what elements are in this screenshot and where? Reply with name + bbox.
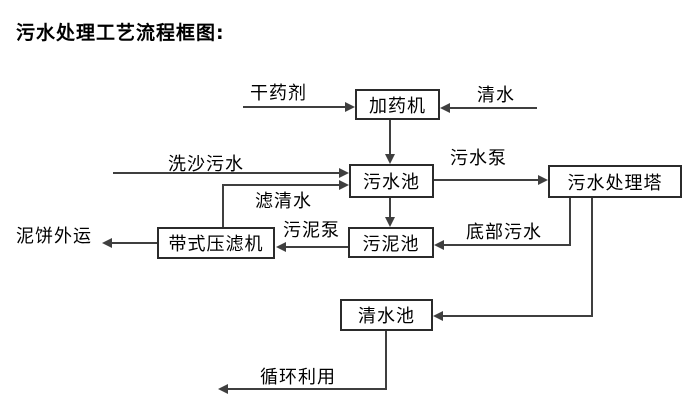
node-sewage-pool: 污水池 xyxy=(349,164,434,198)
node-treatment-tower-label: 污水处理塔 xyxy=(567,172,663,194)
label-bottom-sewage: 底部污水 xyxy=(466,222,542,243)
node-belt-filter-press-label: 带式压滤机 xyxy=(168,234,264,255)
arrow-dry-agent-head-icon xyxy=(345,102,355,112)
page-title: 污水处理工艺流程框图: xyxy=(16,22,225,44)
arrow-mud-cake-stem xyxy=(112,242,157,244)
node-clean-water-pool: 清水池 xyxy=(340,299,433,331)
label-sand-wash-sewage: 洗沙污水 xyxy=(168,154,244,175)
arrow-sewage-to-sludge-head-icon xyxy=(385,217,395,227)
arrow-sewage-pump-head-icon xyxy=(538,175,548,185)
arrow-sand-wash-stem xyxy=(113,172,339,174)
label-sewage-pump: 污水泵 xyxy=(450,148,507,169)
label-dry-agent: 干药剂 xyxy=(250,83,307,104)
label-mud-cake-out: 泥饼外运 xyxy=(16,226,92,247)
arrow-recycle-head-icon xyxy=(218,384,228,394)
arrow-clean-water-stem xyxy=(450,107,537,109)
arrow-tower-to-clean-stem xyxy=(443,315,593,317)
arrow-filtered-water-stem xyxy=(222,184,339,186)
arrow-bottom-sewage-stem xyxy=(444,244,571,246)
node-belt-filter-press: 带式压滤机 xyxy=(157,227,275,259)
arrow-recycle-riser xyxy=(385,331,387,389)
arrow-recycle-stem xyxy=(228,388,387,390)
node-clean-water-pool-label: 清水池 xyxy=(358,306,415,327)
arrow-bottom-sewage-head-icon xyxy=(434,240,444,250)
label-clean-water: 清水 xyxy=(477,85,515,106)
node-dosing-machine: 加药机 xyxy=(355,89,440,120)
node-sewage-pool-label: 污水池 xyxy=(363,172,420,193)
arrow-dosing-to-sewage-stem xyxy=(389,120,391,154)
node-treatment-tower: 污水处理塔 xyxy=(548,165,682,198)
arrow-dry-agent-stem xyxy=(243,106,346,108)
arrow-sludge-pump-stem xyxy=(286,246,348,248)
node-sludge-pool: 污泥池 xyxy=(348,227,434,258)
arrow-filtered-water-head-icon xyxy=(339,180,349,190)
arrow-sewage-pump-stem xyxy=(434,179,538,181)
node-sludge-pool-label: 污泥池 xyxy=(362,233,420,255)
node-dosing-machine-label: 加药机 xyxy=(369,95,426,117)
arrow-dosing-to-sewage-head-icon xyxy=(385,154,395,164)
arrow-sludge-pump-head-icon xyxy=(276,242,286,252)
arrow-sand-wash-head-icon xyxy=(339,168,349,178)
label-sludge-pump: 污泥泵 xyxy=(283,220,340,241)
arrow-tower-to-clean-riser xyxy=(591,198,593,317)
arrow-sewage-to-sludge-stem xyxy=(389,198,391,217)
label-filtered-water: 滤清水 xyxy=(255,191,312,212)
arrow-tower-to-clean-head-icon xyxy=(433,311,443,321)
arrow-filtered-water-riser xyxy=(222,185,224,227)
arrow-clean-water-head-icon xyxy=(440,103,450,113)
label-recycle: 循环利用 xyxy=(260,367,336,388)
arrow-bottom-sewage-riser xyxy=(569,198,571,245)
arrow-mud-cake-head-icon xyxy=(102,238,112,248)
